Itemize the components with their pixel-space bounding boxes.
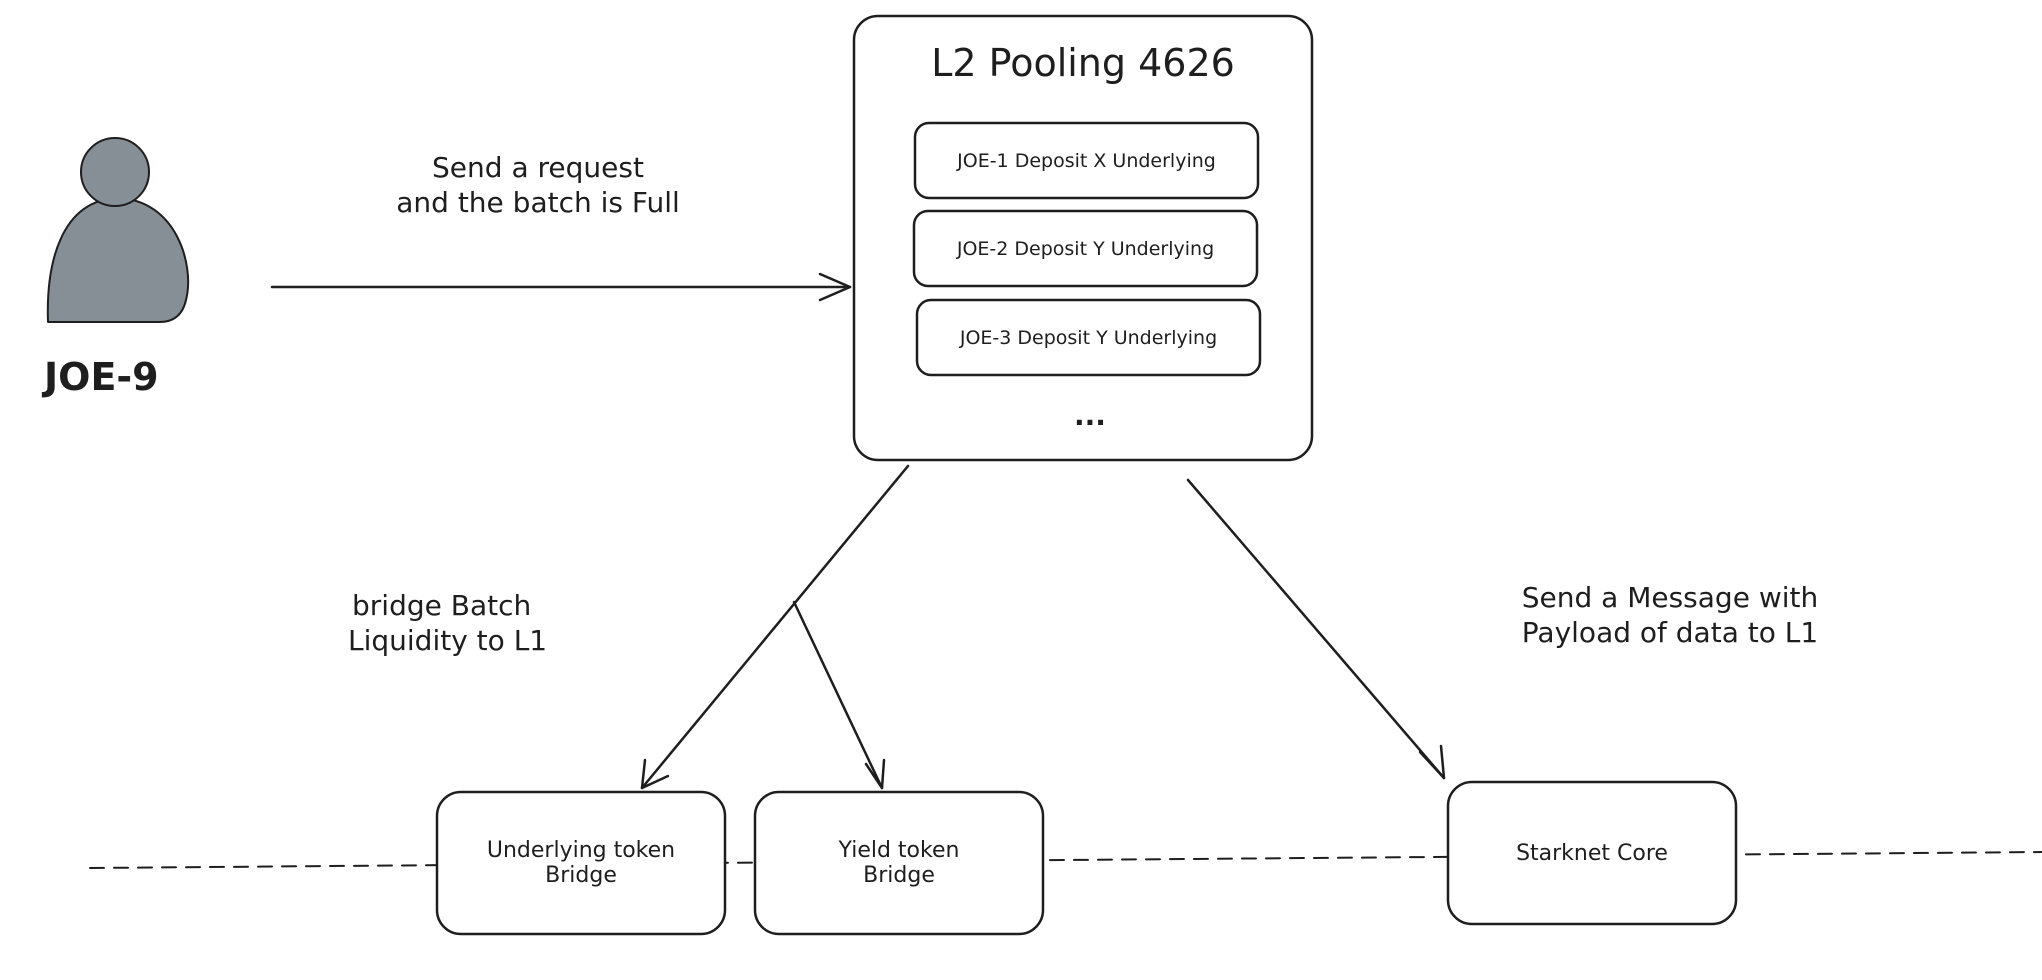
yield-bridge-label-line2: Bridge bbox=[863, 863, 935, 888]
pool-title: L2 Pooling 4626 bbox=[931, 41, 1235, 85]
bridge-label-line1: bridge Batch bbox=[352, 589, 532, 622]
bridge-label-line2: Liquidity to L1 bbox=[348, 624, 548, 657]
underlying-bridge-label-line1: Underlying token bbox=[486, 838, 676, 863]
request-label-line2: and the batch is Full bbox=[396, 186, 680, 219]
pool-more-ellipsis: ... bbox=[1074, 399, 1106, 432]
request-arrow-head bbox=[818, 272, 852, 302]
message-label-line1: Send a Message with bbox=[1521, 581, 1819, 614]
person-icon bbox=[46, 137, 190, 323]
yield-bridge-box bbox=[753, 790, 1045, 936]
underlying-bridge-box bbox=[435, 790, 727, 936]
bridge-arrow-underlying bbox=[640, 464, 910, 790]
underlying-bridge-label-line2: Bridge bbox=[545, 863, 617, 888]
bridge-arrow-yield-head bbox=[864, 758, 886, 790]
starknet-core-label: Starknet Core bbox=[1516, 840, 1668, 866]
message-label-line2: Payload of data to L1 bbox=[1521, 616, 1819, 649]
pool-box bbox=[852, 14, 1314, 462]
pool-entry-2: JOE-2 Deposit Y Underlying bbox=[956, 237, 1215, 260]
pool-entry-box bbox=[912, 209, 1259, 288]
starknet-core-box bbox=[1446, 780, 1738, 926]
message-arrow bbox=[1186, 478, 1446, 780]
pool-entry-3: JOE-3 Deposit Y Underlying bbox=[959, 326, 1218, 349]
pool-entry-box bbox=[915, 298, 1262, 377]
l1-boundary-dashed-line bbox=[89, 851, 2042, 869]
request-label: Send a request and the batch is Full bbox=[338, 150, 738, 220]
pool-entry-box bbox=[913, 121, 1260, 200]
yield-bridge-label: Yield token Bridge bbox=[755, 792, 1043, 934]
bridge-arrow-underlying-head bbox=[640, 758, 670, 790]
pool-entry-1: JOE-1 Deposit X Underlying bbox=[957, 149, 1216, 172]
actor-name: JOE-9 bbox=[44, 355, 159, 399]
bridge-label: bridge Batch Liquidity to L1 bbox=[330, 588, 630, 658]
bridge-arrow-yield bbox=[792, 600, 884, 790]
underlying-bridge-label: Underlying token Bridge bbox=[437, 792, 725, 934]
yield-bridge-label-line1: Yield token bbox=[838, 838, 960, 863]
message-arrow-head bbox=[1418, 744, 1446, 780]
request-label-line1: Send a request bbox=[432, 151, 644, 184]
message-label: Send a Message with Payload of data to L… bbox=[1440, 580, 1900, 650]
